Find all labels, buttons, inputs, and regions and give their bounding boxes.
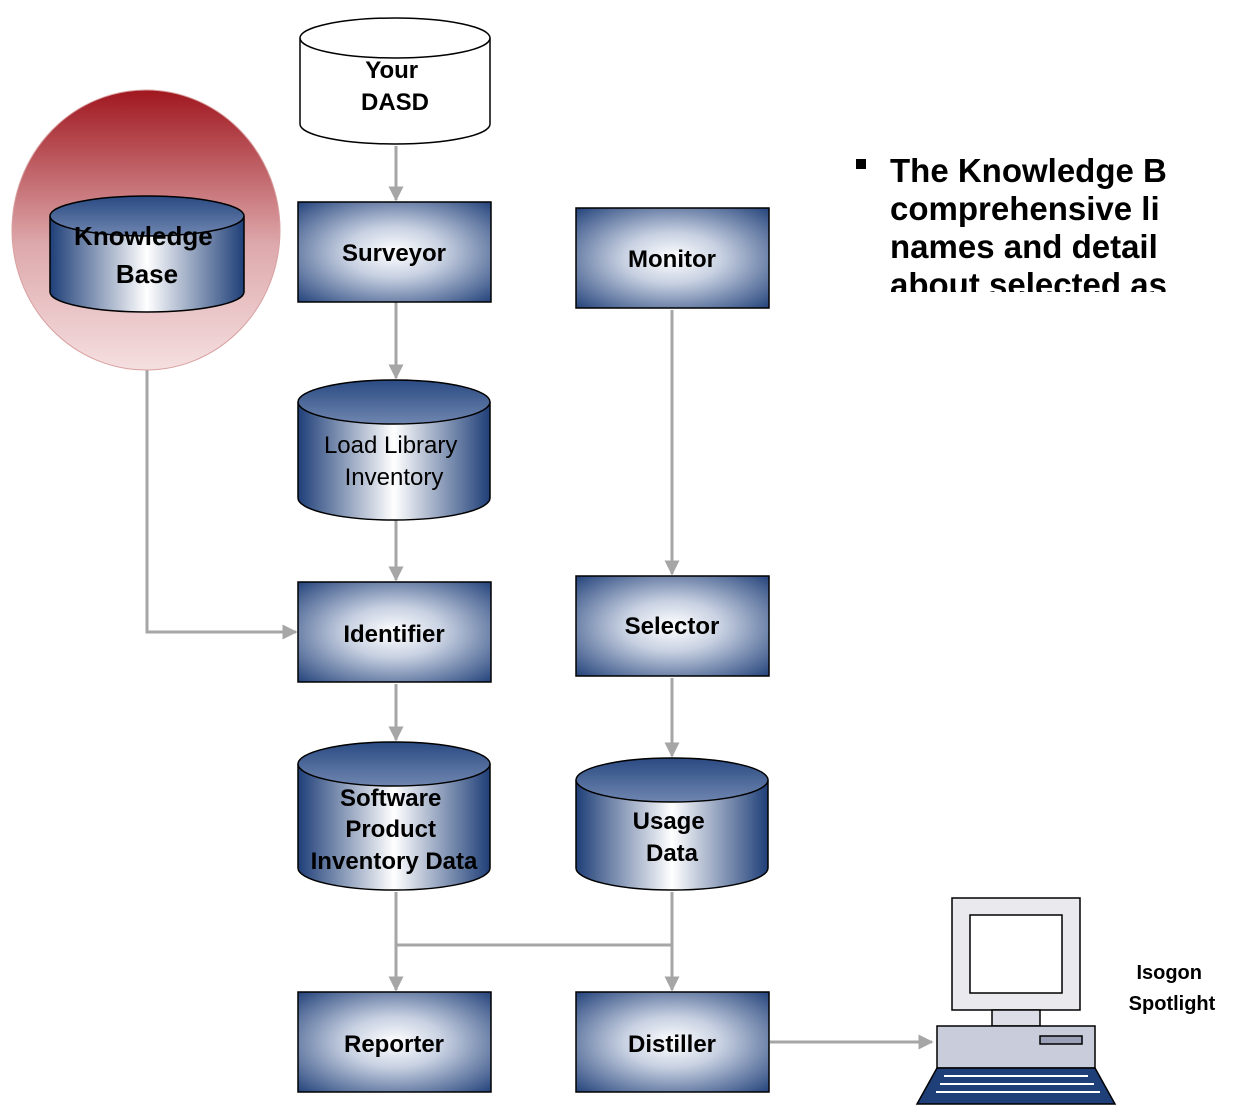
usage-data-cylinder: Usage Data — [575, 757, 769, 891]
selector-box: Selector — [575, 575, 770, 677]
distiller-box: Distiller — [575, 991, 770, 1093]
description-bullet: The Knowledge B comprehensive li names a… — [856, 152, 1234, 292]
description-line: about selected as — [890, 266, 1167, 292]
distiller-label: Distiller — [628, 1031, 716, 1058]
monitor-box: Monitor — [575, 207, 770, 309]
computer-icon — [915, 897, 1117, 1105]
identifier-box: Identifier — [297, 581, 492, 683]
reporter-label: Reporter — [344, 1031, 444, 1058]
knowledge-base-group: Knowledge Base — [11, 89, 281, 371]
your-dasd-label: Your DASD — [361, 57, 429, 116]
connectors — [145, 146, 934, 1050]
surveyor-label: Surveyor — [342, 240, 446, 267]
software-product-inventory-data-cylinder: Software Product Inventory Data — [297, 741, 491, 891]
your-dasd-cylinder: Your DASD — [299, 17, 491, 145]
surveyor-box: Surveyor — [297, 201, 492, 303]
load-library-inventory-cylinder: Load Library Inventory — [297, 379, 491, 521]
description-text: The Knowledge B comprehensive li names a… — [890, 152, 1234, 292]
description-line: comprehensive li — [890, 190, 1160, 227]
identifier-label: Identifier — [343, 621, 444, 648]
reporter-box: Reporter — [297, 991, 492, 1093]
software-product-inventory-data-label: Software Product Inventory Data — [311, 785, 478, 875]
arrow-knowledge-base-to-identifier — [145, 310, 298, 640]
isogon-spotlight-label: Isogon Spotlight — [1129, 962, 1216, 1015]
monitor-label: Monitor — [628, 246, 716, 273]
knowledge-base-label: Knowledge Base — [74, 221, 220, 289]
description-line: names and detail — [890, 228, 1158, 265]
usage-data-label: Usage Data — [633, 808, 712, 867]
bullet-square-icon — [856, 159, 866, 169]
description-line: The Knowledge B — [890, 152, 1167, 189]
load-library-inventory-label: Load Library Inventory — [324, 432, 464, 491]
selector-label: Selector — [625, 613, 720, 640]
